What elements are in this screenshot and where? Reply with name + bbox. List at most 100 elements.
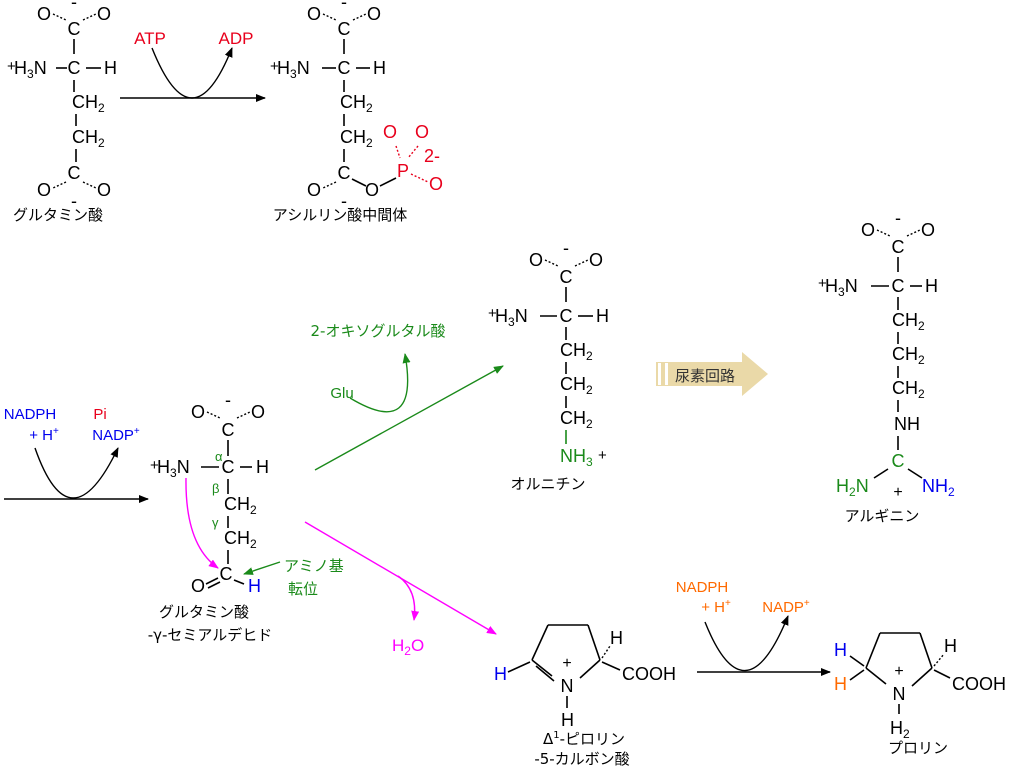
hydrogen-atom: H <box>834 674 847 694</box>
ring-nitrogen: N <box>561 676 574 696</box>
ornithine-structure: - O O C + H3N C H CH2 CH2 CH2 NH3 + <box>488 238 609 469</box>
aldehyde-hydrogen: H <box>248 576 261 596</box>
carboxylate-charge: - <box>563 238 569 258</box>
p5c-structure: N + H H H COOH <box>494 624 676 730</box>
methylene-group: CH2 <box>560 340 593 363</box>
oxygen-atom: O <box>191 402 205 422</box>
beta-methylene: CH2 <box>224 494 257 517</box>
reduction-arrow: NADPH + H+ Pi NADP+ <box>4 406 149 503</box>
acyl-phosphate-label: アシルリン酸中間体 <box>273 206 407 224</box>
proline-label: プロリン <box>888 739 948 757</box>
hydrogen-ion-label: + H+ <box>29 426 59 444</box>
imine-hydrogen: H <box>494 664 507 684</box>
nitrogen-attack-arrow <box>185 477 219 569</box>
methylene-group: CH2 <box>340 127 373 150</box>
urea-cycle-label: 尿素回路 <box>675 367 735 385</box>
oxygen-atom: O <box>37 180 51 200</box>
atp-label: ATP <box>134 29 166 48</box>
carbon-atom: C <box>892 237 905 257</box>
carboxylate-charge: - <box>895 208 901 228</box>
hydrogen-atom: H <box>104 58 117 78</box>
charge-plus: + <box>598 447 607 464</box>
guanidino-carbon: C <box>892 451 905 471</box>
gamma-label: γ <box>212 515 219 530</box>
urea-cycle-arrow: 尿素回路 <box>656 352 768 396</box>
alpha-hydrogen: H <box>610 628 623 648</box>
charge-plus: + <box>150 457 159 474</box>
carboxylate-charge: - <box>71 0 77 12</box>
carbon-atom: C <box>338 163 351 183</box>
arginine-structure: - O O C + H3N C H CH2 CH2 CH2 NH C H2N +… <box>818 208 955 501</box>
guanidino-amine: H2N <box>836 476 869 499</box>
glutamate-structure: - O O C + H3N C H CH2 CH2 C O O - <box>7 0 117 211</box>
alpha-carbon: C <box>222 457 235 477</box>
phosphate-oxygen: O <box>429 174 443 194</box>
amino-group: H3N <box>277 58 310 81</box>
carboxylate-charge: - <box>225 390 231 410</box>
alpha-carbon: C <box>892 276 905 296</box>
hydrogen-atom: H <box>256 457 269 477</box>
water-label: H2O <box>392 636 424 658</box>
methylene-group: CH2 <box>340 92 373 115</box>
methylene-group: CH2 <box>72 127 105 150</box>
oxygen-atom: O <box>37 4 51 24</box>
nadp-label: NADP+ <box>92 426 140 444</box>
carboxylate-charge: - <box>341 191 347 211</box>
oxoglutarate-label: 2-オキソグルタル酸 <box>311 322 446 340</box>
guanidino-amine: NH2 <box>922 476 955 499</box>
carboxyl-group: COOH <box>622 664 676 684</box>
amino-group: H3N <box>157 457 190 480</box>
proline-reduction-arrow: NADPH + H+ NADP+ <box>676 579 831 676</box>
glu-label: Glu <box>330 385 353 402</box>
carboxylate-charge: - <box>71 191 77 211</box>
aldehyde-carbon: C <box>220 564 233 584</box>
phosphorus-atom: P <box>397 161 409 181</box>
semialdehyde-structure: - O O C + H3N C H CH2 CH2 C O H <box>150 390 269 596</box>
carbon-atom: C <box>560 267 573 287</box>
hydrogen-atom: H <box>925 276 938 296</box>
hydrogen-ion-label: + H+ <box>701 598 731 616</box>
nitrogen-hydrogen: H <box>561 710 574 730</box>
oxygen-atom: O <box>307 180 321 200</box>
methylene-group: CH2 <box>892 310 925 333</box>
amino-group: H3N <box>825 276 858 299</box>
alpha-carbon: C <box>560 306 573 326</box>
hydrogen-atom: H <box>834 640 847 660</box>
semialdehyde-label: -γ-セミアルデヒド <box>148 626 273 644</box>
gamma-methylene: CH2 <box>224 528 257 551</box>
carbon-atom: C <box>222 420 235 440</box>
bridging-oxygen: O <box>365 180 379 200</box>
phosphate-oxygen: O <box>415 122 429 142</box>
transamination-label: アミノ基 <box>284 557 344 575</box>
hydrogen-atom: H <box>596 306 609 326</box>
glutamate-label: グルタミン酸 <box>13 206 103 224</box>
charge-plus: + <box>488 305 497 322</box>
imino-group: NH <box>894 414 920 434</box>
atp-reaction-arrow: ATP ADP <box>120 29 266 102</box>
alpha-carbon: C <box>68 58 81 78</box>
charge-plus: + <box>818 275 827 292</box>
oxygen-atom: O <box>307 4 321 24</box>
carbon-atom: C <box>338 19 351 39</box>
transamination-label: 転位 <box>288 580 318 598</box>
alpha-label: α <box>215 449 223 464</box>
oxygen-atom: O <box>921 220 935 240</box>
delta-amino-group: NH3 <box>560 446 593 469</box>
phosphate-oxygen: O <box>383 122 397 142</box>
charge-plus: + <box>270 58 279 75</box>
transamination-arrow <box>243 561 281 575</box>
alpha-hydrogen: H <box>944 636 957 656</box>
proline-structure: N + H H H2 H COOH <box>834 632 1006 741</box>
methylene-group: CH2 <box>560 408 593 431</box>
hydrogen-atom: H <box>373 58 386 78</box>
p5c-label: Δ1-ピロリン <box>543 730 625 748</box>
oxygen-atom: O <box>529 250 543 270</box>
p5c-label: -5-カルボン酸 <box>534 750 629 767</box>
beta-label: β <box>212 481 219 496</box>
aldehyde-oxygen: O <box>191 576 205 596</box>
oxygen-atom: O <box>861 220 875 240</box>
ammonium-hydrogens: H2 <box>890 718 910 741</box>
acyl-phosphate-structure: - O O C + H3N C H CH2 CH2 C O O - <box>270 0 397 211</box>
oxygen-atom: O <box>251 402 265 422</box>
phosphate-charge: 2- <box>424 146 440 166</box>
